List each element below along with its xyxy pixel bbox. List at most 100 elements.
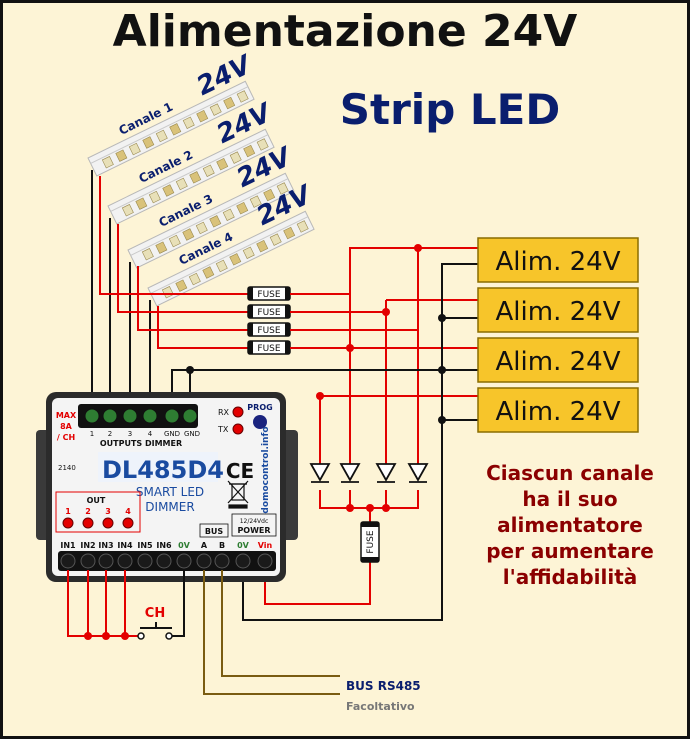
switch-ground-wire	[170, 570, 185, 637]
led-chip	[128, 142, 141, 156]
led-chip	[223, 96, 236, 110]
note-block: Ciascun canale ha il suo alimentatore pe…	[486, 461, 654, 589]
supply-positive-wires	[264, 247, 478, 605]
input-junction-dots	[84, 632, 129, 640]
in-terminal-in3: IN3	[98, 541, 113, 550]
led-chip	[142, 136, 155, 149]
led-chip	[182, 116, 195, 129]
out-terminal-gnd-2: GND	[184, 430, 200, 438]
dimmer-device: MAX 8A / CH 1 2 3 4 GND GND OUTPUTS DIMM…	[36, 392, 298, 582]
led-chip	[189, 171, 202, 184]
fuse-label-4: FUSE	[257, 344, 280, 354]
note-line-2: ha il suo	[522, 487, 617, 511]
bus-box	[199, 523, 229, 538]
out-terminal-gnd-1: GND	[164, 430, 180, 438]
diode-3	[375, 463, 397, 483]
model-label: DL485D4	[102, 456, 224, 484]
led-chip	[256, 239, 269, 253]
model-rest: 485D4	[137, 456, 224, 484]
led-chip	[249, 195, 262, 208]
led-chip	[256, 138, 269, 151]
led-chip	[101, 156, 114, 169]
in-terminal-b: B	[219, 541, 225, 550]
website-label: domocontrol.info	[261, 426, 271, 513]
power-supplies: Alim. 24V Alim. 24V Alim. 24V Alim. 24V	[477, 237, 639, 433]
in-terminal-in6: IN6	[156, 541, 172, 550]
rx-led	[232, 406, 244, 418]
out-leds-label: OUT	[87, 496, 106, 505]
led-chip	[216, 157, 229, 171]
dimmer-label: DIMMER	[145, 500, 194, 514]
led-chip	[215, 259, 228, 273]
out-terminal-1: 1	[90, 430, 94, 438]
led-chip	[242, 246, 255, 259]
junction-dots-red	[316, 244, 422, 512]
led-chip	[276, 182, 289, 195]
tx-label: TX	[217, 425, 229, 434]
led-chip	[175, 177, 188, 191]
smart-led-label: SMART LED	[136, 485, 204, 499]
subtitle-strip-led: Strip LED	[340, 85, 560, 134]
fuse-2: FUSE	[247, 304, 291, 319]
fuse-label-1: FUSE	[257, 290, 280, 300]
power-supply-2: Alim. 24V	[477, 287, 639, 333]
optional-label: Facoltativo	[346, 700, 415, 713]
diodes	[309, 463, 429, 483]
max-text-1: MAX	[56, 411, 77, 420]
led-chip	[188, 272, 201, 286]
in-terminal-in1: IN1	[60, 541, 76, 550]
power-supply-label-3: Alim. 24V	[496, 347, 621, 377]
power-supply-label-4: Alim. 24V	[496, 397, 621, 427]
note-line-4: per aumentare	[486, 539, 654, 563]
out-led-label-3: 3	[105, 507, 111, 516]
fuse-1: FUSE	[247, 286, 291, 301]
led-chip	[222, 208, 235, 221]
led-chip	[135, 197, 148, 210]
in-terminal-in4: IN4	[117, 541, 133, 550]
input-wires	[67, 570, 140, 637]
max-text-3: / CH	[57, 433, 75, 442]
led-chip	[155, 241, 168, 254]
note-line-3: alimentatore	[497, 513, 643, 537]
led-chip	[283, 226, 296, 240]
power-supply-label-2: Alim. 24V	[496, 297, 621, 327]
led-chip	[243, 144, 256, 158]
out-leds-box	[55, 491, 141, 533]
led-chip	[209, 103, 222, 116]
led-chip	[195, 221, 208, 235]
led-chip	[115, 149, 128, 162]
bus-label: BUS	[205, 527, 224, 536]
led-chip	[269, 233, 282, 246]
led-chip	[236, 90, 249, 103]
led-chip	[121, 204, 134, 217]
led-chip	[169, 123, 182, 136]
out-led-label-1: 1	[65, 507, 71, 516]
vin-fuse-label: FUSE	[366, 530, 376, 553]
led-chip	[202, 266, 215, 279]
in-terminal-in5: IN5	[137, 541, 153, 550]
led-chip	[175, 279, 188, 292]
led-strip-3: Canale 3 24V	[127, 141, 298, 269]
led-chip	[229, 151, 242, 164]
prog-button[interactable]	[253, 415, 267, 429]
led-chip	[182, 228, 195, 241]
power-supply-4: Alim. 24V	[477, 387, 639, 433]
model-box	[98, 452, 218, 482]
ce-mark: CE	[226, 459, 254, 483]
weee-bin-icon	[227, 480, 249, 509]
power-label: POWER	[237, 526, 270, 535]
fuse-4: FUSE	[247, 340, 291, 355]
led-chip	[141, 248, 154, 261]
power-supply-3: Alim. 24V	[477, 337, 639, 383]
led-chip	[209, 215, 222, 228]
in-terminal-a: A	[201, 541, 208, 550]
in-terminal-0v-2: 0V	[237, 541, 250, 550]
tx-led	[232, 423, 244, 435]
switch-ch[interactable]	[137, 622, 173, 640]
led-chip	[236, 201, 249, 215]
max-text-2: 8A	[60, 422, 73, 431]
led-chip	[168, 234, 181, 248]
fuse-label-2: FUSE	[257, 308, 280, 318]
led-chip	[148, 190, 161, 204]
out-terminal-4: 4	[148, 430, 153, 438]
